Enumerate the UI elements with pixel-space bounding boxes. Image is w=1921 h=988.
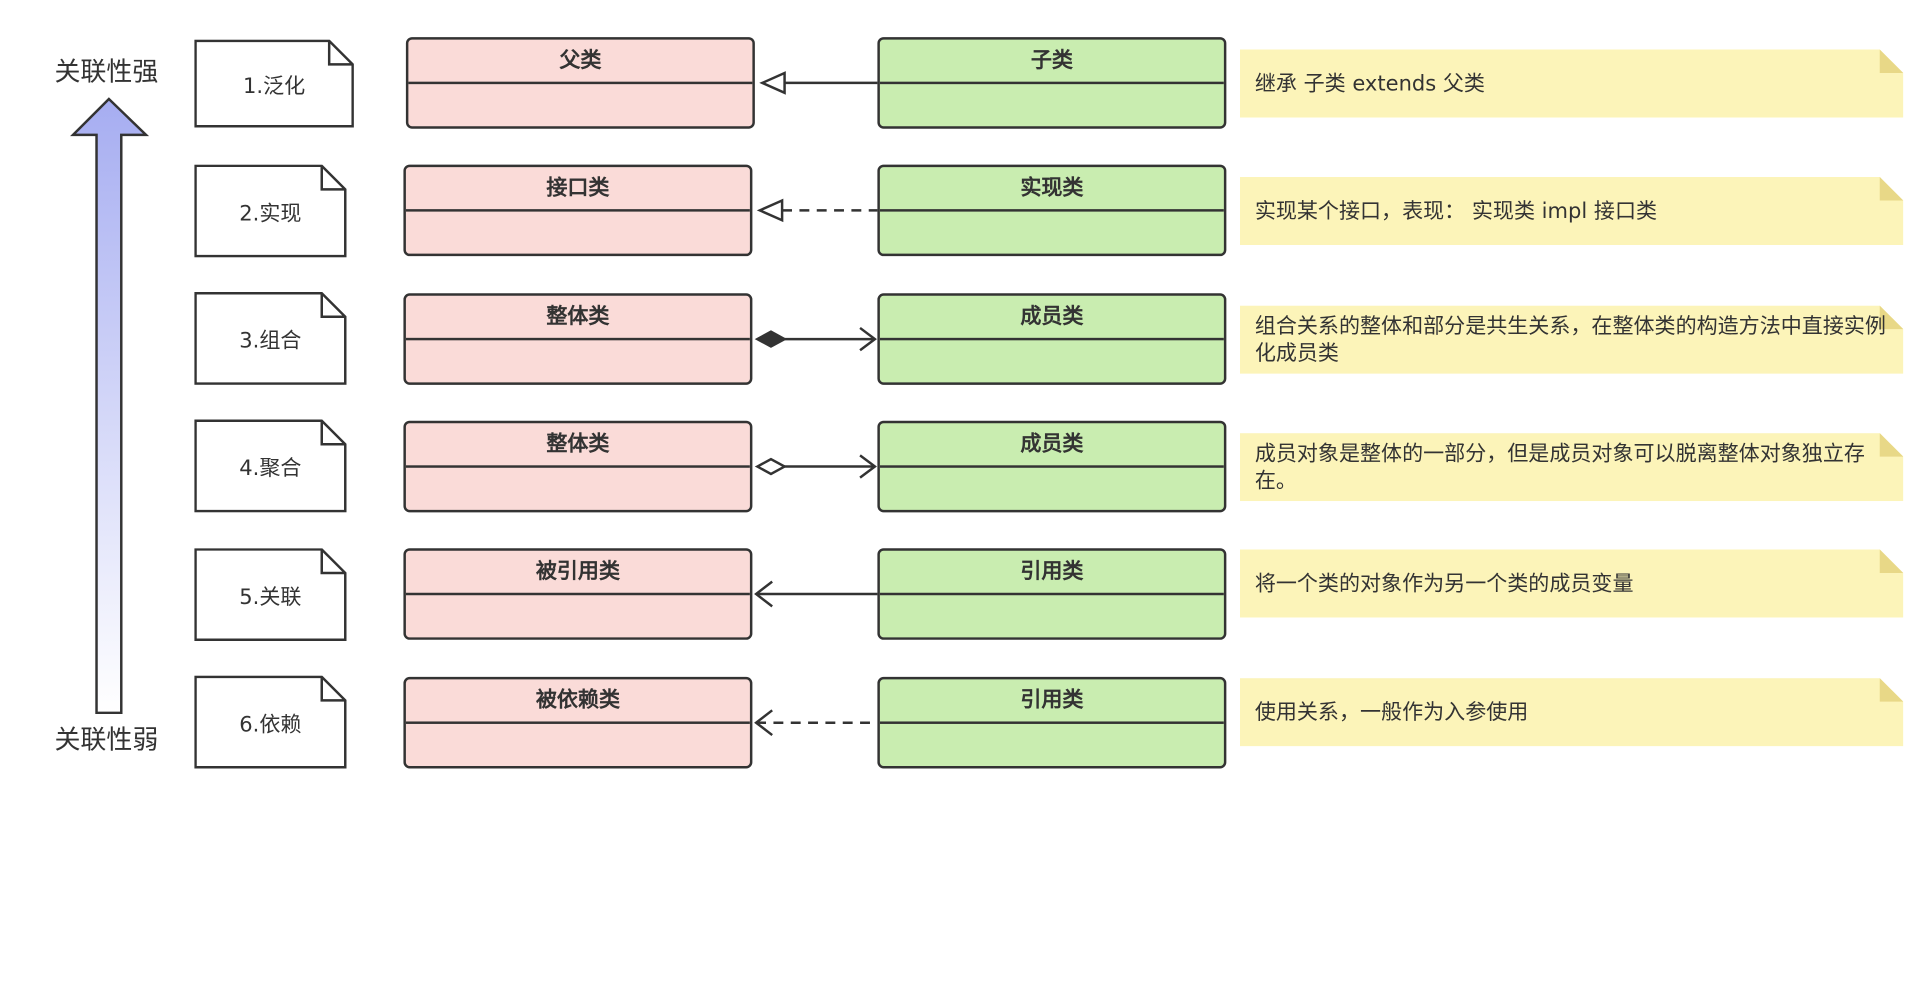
relation-label: 4.聚合 xyxy=(239,456,302,482)
label-note-shape xyxy=(194,548,347,642)
description-note: 成员对象是整体的一部分，但是成员对象可以脱离整体对象独立存在。 xyxy=(1239,433,1904,502)
parent-class-box: 整体类 xyxy=(403,293,753,385)
relation-description: 实现某个接口，表现： 实现类 impl 接口类 xyxy=(1254,198,1658,224)
relationship-connector xyxy=(754,454,877,479)
label-note-shape xyxy=(194,39,354,128)
child-class-box: 引用类 xyxy=(877,676,1227,769)
relationship-connector xyxy=(754,580,878,608)
child-class-name: 引用类 xyxy=(879,551,1224,596)
description-note-shape xyxy=(1239,305,1904,374)
relation-label-note: 2.实现 xyxy=(194,164,347,258)
description-note: 将一个类的对象作为另一个类的成员变量 xyxy=(1239,549,1904,618)
label-note-outline xyxy=(194,39,354,128)
relation-label-note: 6.依赖 xyxy=(194,675,347,769)
note-body xyxy=(1239,433,1904,502)
open-arrowhead xyxy=(754,580,773,608)
axis-top-label: 关联性强 xyxy=(54,56,159,87)
relationship-connector xyxy=(754,709,878,737)
parent-class-box: 父类 xyxy=(405,37,755,129)
hollow-triangle-arrowhead xyxy=(756,198,784,223)
filled-diamond-marker xyxy=(754,330,788,348)
hollow-triangle-arrowhead xyxy=(759,71,786,95)
open-arrowhead xyxy=(859,326,877,352)
label-note-outline xyxy=(194,419,347,513)
parent-class-box: 整体类 xyxy=(403,420,753,513)
label-note-shape xyxy=(194,164,347,258)
child-class-name: 成员类 xyxy=(879,423,1224,468)
parent-class-name: 父类 xyxy=(408,40,753,85)
description-note: 实现某个接口，表现： 实现类 impl 接口类 xyxy=(1239,176,1904,246)
relation-description: 成员对象是整体的一部分，但是成员对象可以脱离整体对象独立存在。 xyxy=(1254,441,1865,494)
hollow-diamond-marker xyxy=(754,457,788,476)
child-class-box: 子类 xyxy=(877,37,1227,129)
parent-class-name: 整体类 xyxy=(405,296,750,341)
note-body xyxy=(1239,305,1904,374)
relation-label-note: 4.聚合 xyxy=(194,419,347,513)
label-note-shape xyxy=(194,675,347,769)
parent-class-box: 被依赖类 xyxy=(403,676,753,769)
child-class-name: 实现类 xyxy=(879,167,1224,212)
axis-bottom-label: 关联性弱 xyxy=(54,725,159,755)
relation-label: 5.关联 xyxy=(239,585,302,611)
association-strength-arrow xyxy=(70,97,150,715)
open-arrowhead xyxy=(754,709,773,737)
description-note-shape xyxy=(1239,49,1904,118)
description-note-shape xyxy=(1239,678,1904,747)
child-class-box: 成员类 xyxy=(877,293,1227,385)
note-body xyxy=(1239,49,1904,118)
relation-label: 1.泛化 xyxy=(243,74,306,99)
relation-description: 组合关系的整体和部分是共生关系，在整体类的构造方法中直接实例化成员类 xyxy=(1254,313,1886,366)
label-note-shape xyxy=(194,292,347,385)
parent-class-name: 整体类 xyxy=(405,423,750,468)
note-fold-corner xyxy=(1879,176,1904,201)
relation-label-note: 5.关联 xyxy=(194,548,347,642)
parent-class-name: 接口类 xyxy=(405,167,750,212)
description-note: 继承 子类 extends 父类 xyxy=(1239,49,1904,118)
label-note-outline xyxy=(194,292,347,385)
relation-label: 6.依赖 xyxy=(239,712,302,738)
label-note-outline xyxy=(194,164,347,258)
child-class-name: 成员类 xyxy=(879,296,1224,341)
parent-class-box: 接口类 xyxy=(403,164,753,257)
relationship-connector xyxy=(754,326,877,352)
parent-class-name: 被依赖类 xyxy=(405,679,750,724)
description-note-shape xyxy=(1239,433,1904,502)
label-note-outline xyxy=(194,675,347,769)
relation-description: 将一个类的对象作为另一个类的成员变量 xyxy=(1254,571,1634,596)
child-class-name: 引用类 xyxy=(879,679,1224,724)
arrow-body xyxy=(70,97,150,715)
description-note: 组合关系的整体和部分是共生关系，在整体类的构造方法中直接实例化成员类 xyxy=(1239,305,1904,374)
label-note-outline xyxy=(194,548,347,642)
child-class-name: 子类 xyxy=(879,40,1224,85)
relation-description: 使用关系，一般作为入参使用 xyxy=(1254,699,1529,725)
relation-label: 3.组合 xyxy=(239,329,302,354)
note-body xyxy=(1239,176,1904,246)
relation-label: 2.实现 xyxy=(239,201,302,227)
relation-label-note: 3.组合 xyxy=(194,292,347,385)
relationship-connector xyxy=(756,198,878,223)
child-class-box: 引用类 xyxy=(877,548,1227,640)
child-class-box: 成员类 xyxy=(877,420,1227,513)
parent-class-box: 被引用类 xyxy=(403,548,753,640)
description-note: 使用关系，一般作为入参使用 xyxy=(1239,678,1904,747)
label-note-shape xyxy=(194,419,347,513)
relation-description: 继承 子类 extends 父类 xyxy=(1254,71,1485,96)
relationship-connector xyxy=(759,71,878,95)
relation-label-note: 1.泛化 xyxy=(194,39,354,128)
open-arrowhead xyxy=(859,454,877,479)
note-body xyxy=(1239,678,1904,747)
description-note-shape xyxy=(1239,176,1904,246)
description-note-shape xyxy=(1239,549,1904,618)
child-class-box: 实现类 xyxy=(877,164,1227,257)
note-fold-corner xyxy=(1879,49,1904,74)
note-body xyxy=(1239,549,1904,618)
parent-class-name: 被引用类 xyxy=(405,551,750,596)
